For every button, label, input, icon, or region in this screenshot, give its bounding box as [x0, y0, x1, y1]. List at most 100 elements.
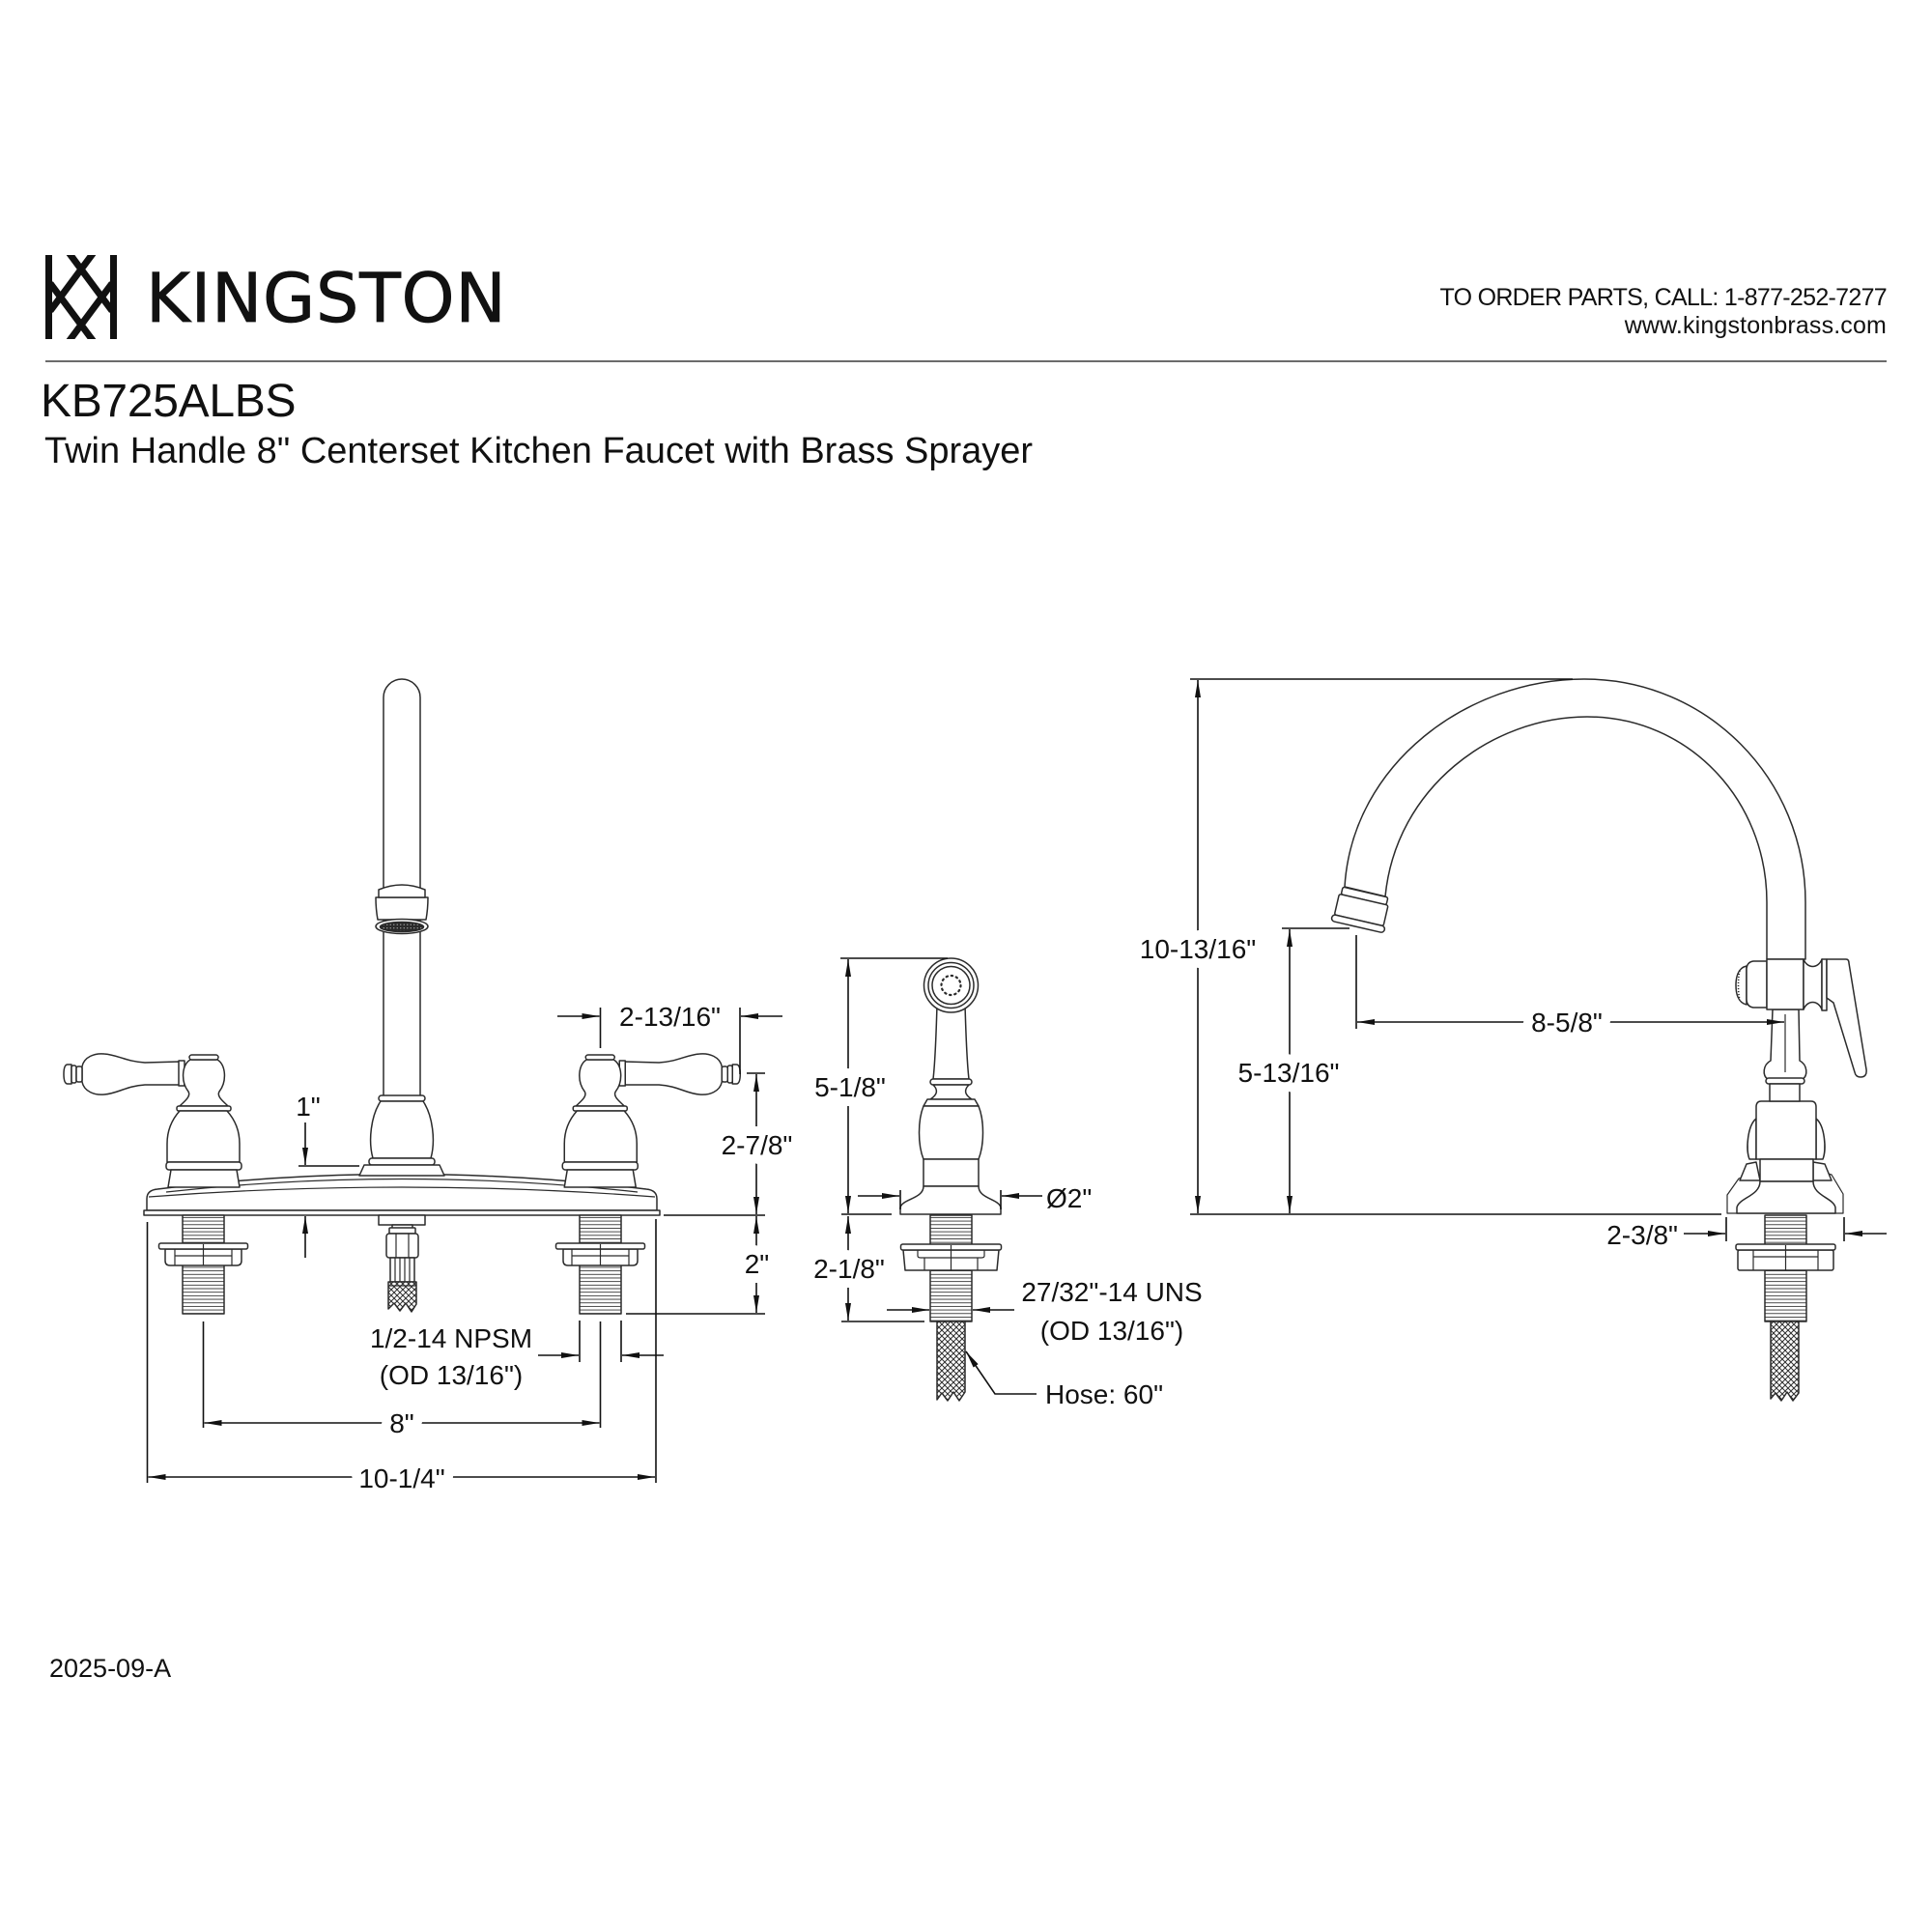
- logo-diagonals: [47, 255, 115, 339]
- extension-lines: [840, 957, 948, 1215]
- dimension-lever-reach: 2-13/16": [557, 1002, 782, 1074]
- extension-lines: [146, 1219, 657, 1483]
- dimension-handle-height: 2-7/8": [712, 1072, 802, 1214]
- website-url: www.kingstonbrass.com: [1624, 312, 1887, 339]
- lever-knob-ring: [75, 1065, 83, 1083]
- product-description: Twin Handle 8" Centerset Kitchen Faucet …: [44, 431, 1034, 471]
- dimension-spout-reach: 8-5/8": [1355, 935, 1784, 1047]
- dimension-label: 8-5/8": [1531, 1008, 1603, 1037]
- thread-od-label: (OD 13/16"): [1040, 1316, 1183, 1346]
- dimension-label: 8": [389, 1408, 414, 1438]
- sprayer-hose: [936, 1321, 966, 1402]
- kingston-logo-icon: [45, 255, 117, 339]
- dimension-sprayer-base-diameter: Ø2": [858, 1183, 1092, 1213]
- handle-body: [166, 1110, 241, 1163]
- dimension-sprayer-shank-od: 27/32"-14 UNS (OD 13/16"): [887, 1277, 1203, 1346]
- lower-body: [1759, 1158, 1814, 1182]
- supply-hose: [387, 1281, 417, 1313]
- side-view: 10-13/16" 5-13/16" 8-5/8" 2-3/8": [1130, 678, 1887, 1402]
- connector-fitting: [389, 1257, 415, 1283]
- aerator: [375, 884, 429, 935]
- dimension-label: 2-7/8": [722, 1130, 793, 1160]
- dimension-base-depth: 2-3/8": [1606, 1217, 1887, 1250]
- model-number: KB725ALBS: [41, 376, 297, 427]
- connector-ring: [388, 1227, 416, 1235]
- extension-lines: [626, 1214, 765, 1315]
- nut-detail: [174, 1244, 233, 1265]
- hub-block: [1766, 958, 1804, 1010]
- dimension-spout-height: 5-13/16": [1229, 927, 1350, 1213]
- spout-collar: [378, 1094, 426, 1102]
- side-hose: [1770, 1321, 1800, 1402]
- brand-name: KINGSTON: [146, 259, 507, 338]
- sprayer-grip: [918, 1105, 984, 1160]
- diverter-dome: [1735, 965, 1747, 1006]
- handle-skirt: [167, 1169, 241, 1188]
- handle-bulb: [179, 1059, 229, 1107]
- lever-knob: [63, 1064, 72, 1085]
- handle-base-left: [1739, 1161, 1761, 1181]
- lever-arm: [81, 1053, 181, 1095]
- sprayer-lower-body: [923, 1158, 980, 1187]
- deck-plate: [143, 1173, 661, 1216]
- supply-connector: [378, 1214, 426, 1283]
- connector-detail: [394, 1234, 411, 1282]
- extension-lines: [579, 1321, 622, 1362]
- handle-base-ring: [165, 1161, 242, 1171]
- aerator-rim: [1330, 914, 1386, 933]
- dimension-label: 5-13/16": [1238, 1058, 1340, 1088]
- sprayer-neck: [932, 1004, 970, 1080]
- stem-ring: [1765, 1077, 1805, 1085]
- extension-lines: [1725, 1217, 1845, 1241]
- sprayer-collar: [929, 1078, 973, 1086]
- spray-nozzle-holes: [940, 974, 962, 997]
- spout-skirt: [358, 1164, 445, 1177]
- hub-cap: [1746, 960, 1768, 1009]
- braided-hose: [936, 1321, 966, 1402]
- spray-face-inner: [931, 965, 971, 1006]
- side-body: [1726, 1009, 1844, 1214]
- base-flare: [1736, 1180, 1836, 1214]
- side-hub: [1735, 958, 1867, 1078]
- sprayer-body: [899, 1004, 1002, 1215]
- dimension-label: 10-13/16": [1140, 934, 1256, 964]
- hub-spool: [1803, 958, 1823, 1010]
- side-mounting-nut: [1735, 1243, 1836, 1271]
- dimension-deck-height: 1": [296, 1092, 359, 1258]
- valve-body: [1755, 1100, 1817, 1160]
- aerator-band: [378, 884, 426, 898]
- thread-spec-label: 27/32"-14 UNS: [1021, 1277, 1202, 1307]
- nut-detail: [571, 1244, 630, 1265]
- front-view: 2-13/16" 1" 2-7/8" 2" 1/2-14 NPSM (OD 13…: [63, 678, 802, 1503]
- thread-od-label: (OD 13/16"): [380, 1360, 523, 1390]
- braided-hose: [1770, 1321, 1800, 1402]
- sprayer-mounting-nut: [899, 1243, 1003, 1271]
- dimension-label: 2-13/16": [619, 1002, 721, 1032]
- header-divider: [45, 360, 1887, 362]
- dimension-label: 10-1/4": [358, 1463, 444, 1493]
- aerator-body: [375, 896, 429, 921]
- sprayer-base: [899, 1185, 1002, 1215]
- side-spout: [1344, 678, 1806, 960]
- dimension-label: 5-1/8": [814, 1072, 886, 1102]
- dimension-label: 2": [745, 1249, 770, 1279]
- spout-base: [358, 1094, 445, 1177]
- side-aerator: [1330, 886, 1389, 933]
- dimension-shank-od: 1/2-14 NPSM (OD 13/16"): [370, 1321, 664, 1390]
- callout-hose-length: Hose: 60": [965, 1350, 1163, 1409]
- right-mounting-nut: [554, 1242, 646, 1266]
- nut-detail: [1752, 1245, 1819, 1270]
- thread-spec-label: 1/2-14 NPSM: [370, 1323, 532, 1353]
- sprayer-ring: [923, 1098, 980, 1107]
- extension-lines: [1190, 678, 1721, 1215]
- left-mounting-nut: [157, 1242, 249, 1266]
- logo-right-bar: [110, 255, 117, 339]
- left-handle: [63, 1053, 242, 1188]
- spout-bell: [369, 1100, 435, 1159]
- logo-left-bar: [45, 255, 52, 339]
- right-handle: [561, 1053, 741, 1188]
- dimension-label: 1": [296, 1092, 321, 1122]
- gooseneck-spout: [1344, 678, 1806, 960]
- spout-base-ring: [368, 1157, 436, 1166]
